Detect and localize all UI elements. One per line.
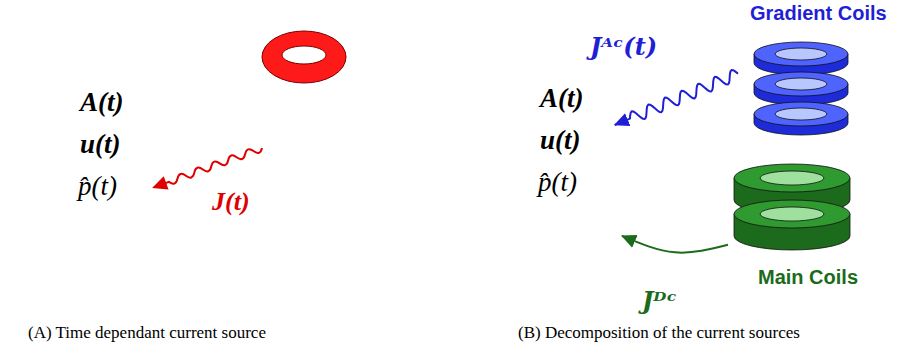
wave-arrow — [615, 70, 738, 125]
body-outline — [18, 18, 198, 303]
gradient-coil-symbol — [746, 32, 856, 140]
state-variable: p̂(t) — [538, 168, 577, 198]
current-loop — [262, 31, 346, 83]
state-variable: A(t) — [80, 88, 124, 118]
current-label: Jᴰᶜ — [642, 288, 677, 314]
coil-group: Gradient Coils — [738, 0, 893, 142]
state-variable: p̂(t) — [78, 172, 117, 202]
coil-group: Main Coils — [728, 158, 864, 298]
current-arrow — [622, 236, 728, 253]
panel-caption: (B) Decomposition of the current sources — [518, 324, 800, 343]
current-label: Jᴬᶜ(t) — [590, 34, 657, 60]
coil-title: Gradient Coils — [750, 2, 887, 24]
current-label: J(t) — [212, 188, 250, 217]
body-region: A(t) u(t) p̂(t) — [18, 18, 198, 303]
state-variable: u(t) — [540, 126, 581, 156]
main-coil-symbol — [730, 158, 854, 258]
state-variable: A(t) — [540, 84, 584, 114]
state-variable: u(t) — [80, 130, 121, 160]
coil-title: Main Coils — [758, 266, 858, 288]
panel-caption: (A) Time dependant current source — [28, 324, 266, 343]
wave-arrow — [150, 141, 265, 194]
